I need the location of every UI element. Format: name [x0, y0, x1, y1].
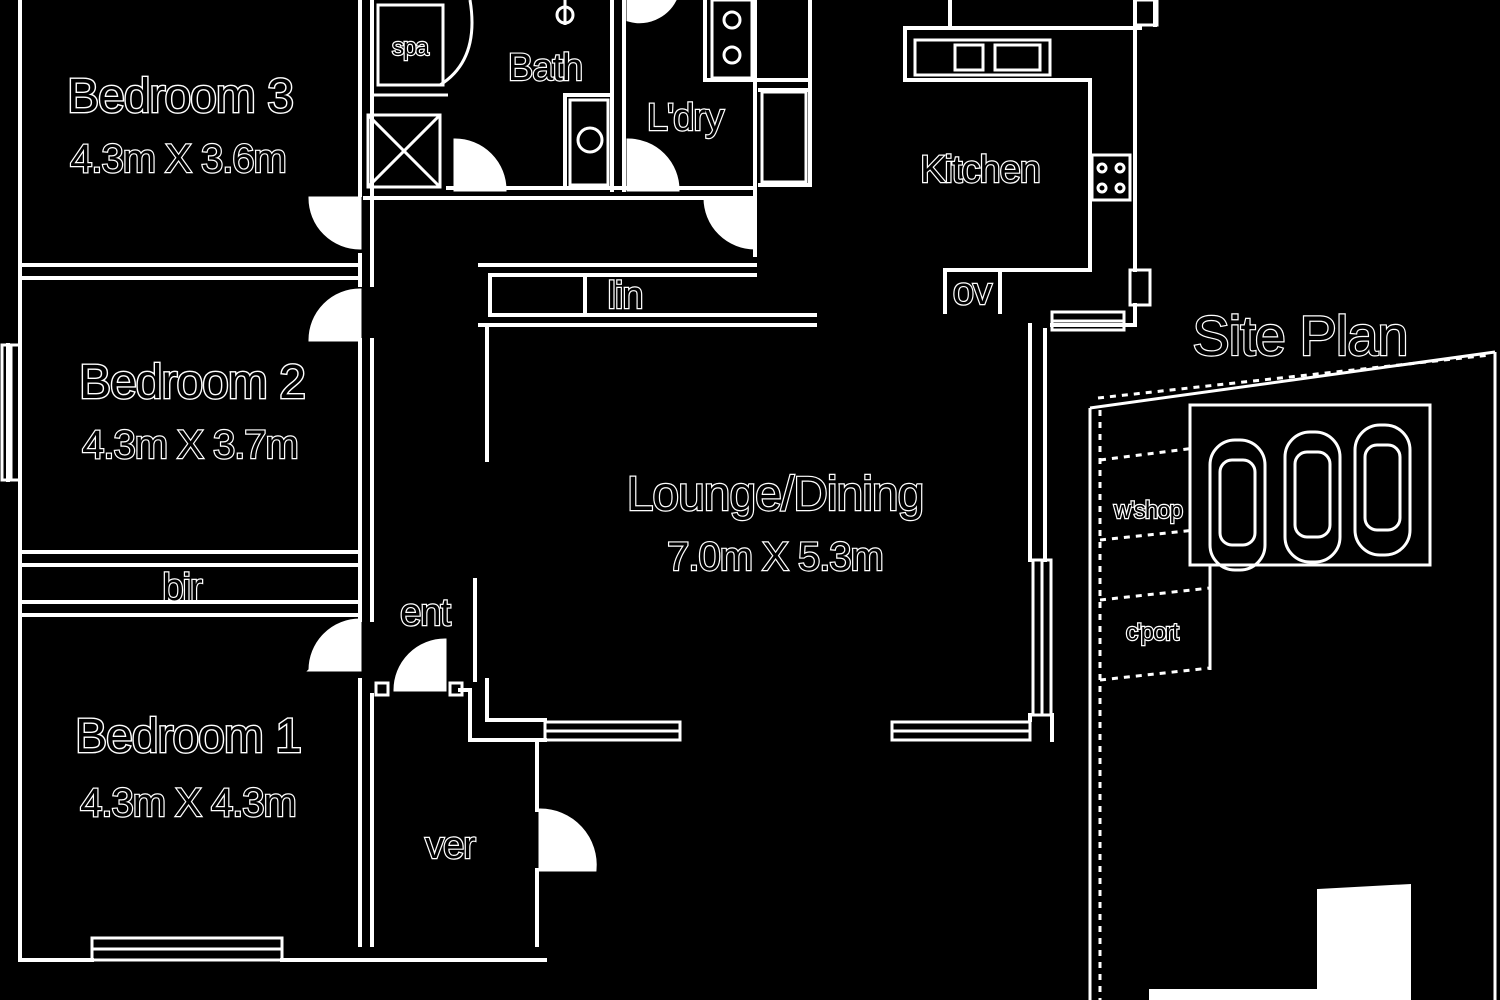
- label-ver: ver: [425, 825, 476, 867]
- label-wshop: w'shop: [1113, 497, 1183, 524]
- room-name-laundry: L'dry: [647, 97, 724, 139]
- room-name-lounge: Lounge/Dining: [627, 468, 924, 521]
- room-name-kitchen: Kitchen: [920, 149, 1040, 191]
- room-size-bedroom2: 4.3m X 3.7m: [82, 423, 298, 467]
- room-size-bedroom3: 4.3m X 3.6m: [70, 137, 286, 181]
- label-ov: ov: [953, 271, 992, 313]
- room-name-bedroom1: Bedroom 1: [75, 710, 301, 763]
- house-footprint: [1149, 883, 1411, 1000]
- label-spa: spa: [392, 34, 429, 61]
- room-size-bedroom1: 4.3m X 4.3m: [80, 781, 296, 825]
- label-lin: lin: [607, 275, 642, 317]
- room-size-lounge: 7.0m X 5.3m: [667, 535, 883, 579]
- windows: [0, 0, 1159, 962]
- room-name-bedroom3: Bedroom 3: [67, 70, 293, 123]
- label-cport: c'port: [1126, 619, 1179, 646]
- room-name-bath: Bath: [508, 47, 582, 89]
- fixtures: [366, 0, 1132, 697]
- doors: [306, 0, 757, 872]
- labels: Bedroom 3 4.3m X 3.6m Bedroom 2 4.3m X 3…: [66, 33, 1410, 868]
- site-plan-title: Site Plan: [1192, 304, 1407, 367]
- room-name-bedroom2: Bedroom 2: [79, 356, 305, 409]
- site-plan: [1088, 350, 1497, 1000]
- label-ent: ent: [400, 592, 451, 634]
- label-bir: bir: [162, 567, 203, 609]
- walls: [6, 0, 1157, 962]
